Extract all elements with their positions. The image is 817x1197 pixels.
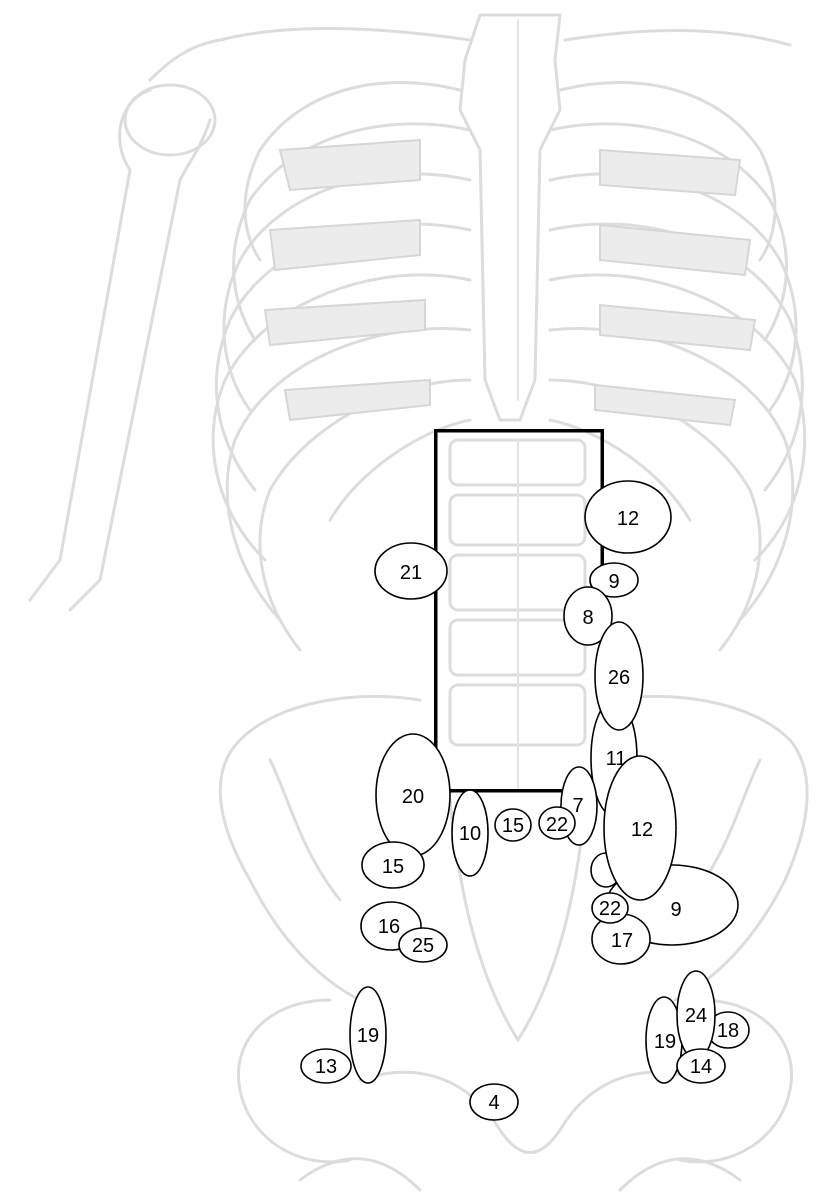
svg-text:13: 13 <box>315 1056 337 1078</box>
label-24: 24 <box>677 971 715 1059</box>
clavicle-right <box>565 30 790 45</box>
humeral-head <box>125 85 215 155</box>
label-26: 26 <box>595 622 643 730</box>
svg-text:22: 22 <box>599 898 621 920</box>
ribs-right <box>550 83 805 651</box>
label-13: 13 <box>301 1049 351 1083</box>
humerus-left <box>30 90 150 600</box>
pelvis <box>220 696 807 1190</box>
node-labels: 12 21 9 8 11 26 20 7 10 15 22 15 9 12 17… <box>301 481 749 1120</box>
label-20: 20 <box>376 734 450 856</box>
svg-text:15: 15 <box>502 815 524 837</box>
svg-text:24: 24 <box>685 1005 707 1027</box>
label-12b: 12 <box>604 756 676 900</box>
label-15b: 15 <box>362 842 424 888</box>
svg-text:9: 9 <box>608 571 619 593</box>
svg-text:22: 22 <box>546 814 568 836</box>
label-25: 25 <box>399 928 447 962</box>
svg-text:26: 26 <box>608 667 630 689</box>
svg-text:19: 19 <box>654 1031 676 1053</box>
label-19a: 19 <box>350 987 386 1083</box>
clavicle-left <box>150 28 470 80</box>
svg-text:15: 15 <box>382 856 404 878</box>
svg-text:9: 9 <box>670 899 681 921</box>
svg-text:25: 25 <box>412 935 434 957</box>
svg-text:17: 17 <box>611 930 633 952</box>
svg-text:8: 8 <box>582 607 593 629</box>
label-10: 10 <box>452 790 488 876</box>
label-22b: 22 <box>592 893 628 923</box>
label-4: 4 <box>470 1084 518 1120</box>
svg-text:7: 7 <box>572 795 583 817</box>
svg-text:12: 12 <box>617 508 639 530</box>
svg-text:20: 20 <box>402 786 424 808</box>
label-14: 14 <box>677 1049 725 1083</box>
svg-text:18: 18 <box>717 1020 739 1042</box>
svg-text:4: 4 <box>488 1092 499 1114</box>
svg-text:12: 12 <box>631 819 653 841</box>
svg-text:16: 16 <box>378 916 400 938</box>
label-21: 21 <box>375 543 447 599</box>
label-15a: 15 <box>495 809 531 841</box>
svg-text:21: 21 <box>400 562 422 584</box>
svg-text:10: 10 <box>459 823 481 845</box>
svg-text:14: 14 <box>690 1056 712 1078</box>
svg-text:19: 19 <box>357 1025 379 1047</box>
label-12a: 12 <box>585 481 671 553</box>
sternum <box>460 15 560 420</box>
label-22a: 22 <box>539 807 575 839</box>
